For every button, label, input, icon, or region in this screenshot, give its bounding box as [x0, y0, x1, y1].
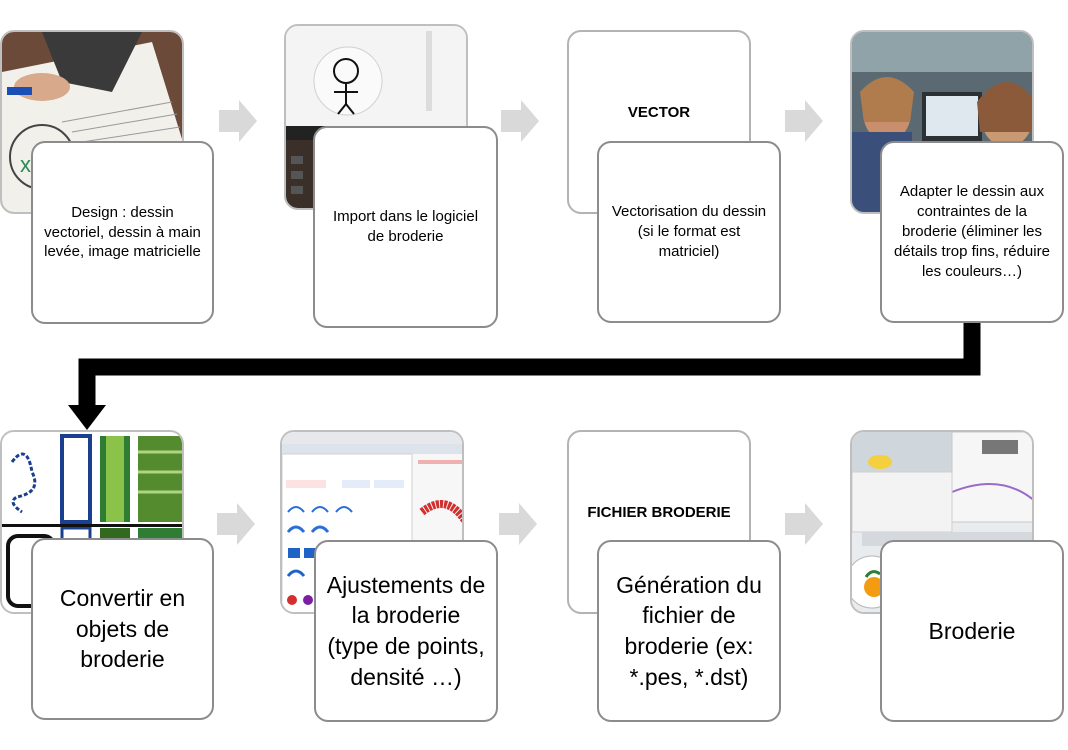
file-tile-label: FICHIER BRODERIE	[587, 504, 731, 521]
adapt-caption: Adapter le dessin aux contraintes de la …	[894, 183, 1050, 280]
design-caption: Design : dessin vectoriel, dessin à main…	[44, 203, 201, 261]
embroidery-caption: Broderie	[928, 617, 1016, 644]
design-caption-card: Design : dessin vectoriel, dessin à main…	[31, 141, 214, 324]
convert-caption-card: Convertir en objets de broderie	[31, 538, 214, 720]
flow-arrow-3	[785, 100, 823, 142]
import-caption: Import dans le logiciel de broderie	[332, 208, 479, 245]
vector-caption: Vectorisation du dessin (si le format es…	[611, 203, 767, 260]
flow-arrow-6	[785, 503, 823, 545]
flow-arrow-4	[217, 503, 255, 545]
vector-tile-label: VECTOR	[627, 104, 691, 121]
row-connector-arrow	[68, 323, 981, 430]
embroidery-caption-card: Broderie	[880, 540, 1064, 722]
convert-caption: Convertir en objets de broderie	[59, 585, 186, 673]
adjust-caption-card: Ajustements de la broderie (type de poin…	[314, 540, 498, 722]
file-caption: Génération du fichier de broderie (ex: *…	[616, 571, 762, 690]
vector-caption-card: Vectorisation du dessin (si le format es…	[597, 141, 781, 323]
svg-text:x: x	[20, 152, 31, 177]
adapt-caption-card: Adapter le dessin aux contraintes de la …	[880, 141, 1064, 323]
file-caption-card: Génération du fichier de broderie (ex: *…	[597, 540, 781, 722]
import-caption-card: Import dans le logiciel de broderie	[313, 126, 498, 328]
flow-arrow-1	[219, 100, 257, 142]
adjust-caption: Ajustements de la broderie (type de poin…	[326, 571, 486, 690]
flow-arrow-2	[501, 100, 539, 142]
flow-arrow-5	[499, 503, 537, 545]
